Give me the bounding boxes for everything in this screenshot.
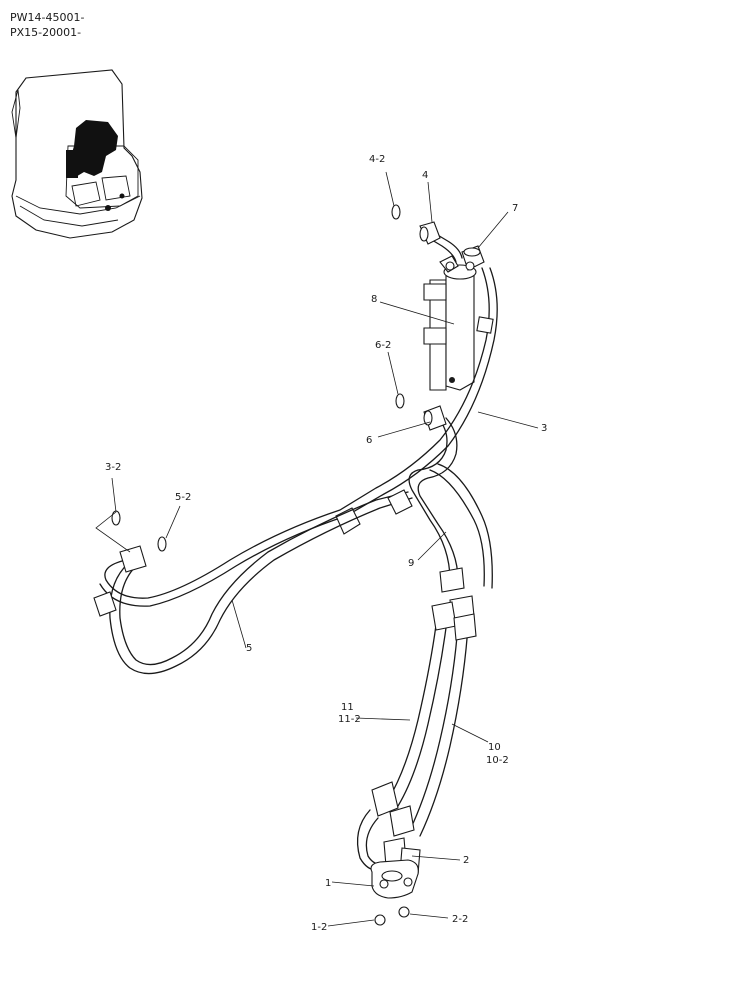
serial-number-2: PX15-20001- xyxy=(10,26,81,39)
o-ring-1-2 xyxy=(374,914,386,926)
label-11: 11 xyxy=(341,702,354,713)
label-8: 8 xyxy=(371,294,377,305)
o-ring-6-2 xyxy=(395,393,405,409)
label-11-2: 11-2 xyxy=(338,714,361,725)
label-1-2: 1-2 xyxy=(311,922,327,933)
compressor-fittings xyxy=(356,809,421,899)
label-4: 4 xyxy=(422,170,428,181)
label-2-2: 2-2 xyxy=(452,914,468,925)
o-ring-3-2 xyxy=(111,510,121,526)
label-6-2: 6-2 xyxy=(375,340,391,351)
label-7: 7 xyxy=(512,203,518,214)
o-ring-2-2 xyxy=(398,906,410,918)
hose-5 xyxy=(93,489,413,675)
label-5-2: 5-2 xyxy=(175,492,191,503)
label-4-2: 4-2 xyxy=(369,154,385,165)
o-ring-5-2 xyxy=(157,536,167,552)
label-10-2: 10-2 xyxy=(486,755,509,766)
label-2: 2 xyxy=(463,855,469,866)
machine-locator-thumbnail xyxy=(11,69,143,239)
pipe-9 xyxy=(408,405,493,621)
pipe-4 xyxy=(419,221,463,263)
hoses-10-11 xyxy=(371,601,477,837)
o-ring-4-2 xyxy=(391,204,401,220)
label-3-2: 3-2 xyxy=(105,462,121,473)
label-6: 6 xyxy=(366,435,372,446)
label-5: 5 xyxy=(246,643,252,654)
pressure-switch xyxy=(461,245,485,271)
label-3: 3 xyxy=(541,423,547,434)
leader-lines xyxy=(95,171,539,927)
serial-number-1: PW14-45001- xyxy=(10,11,84,24)
receiver-drier xyxy=(423,255,477,391)
label-1: 1 xyxy=(325,878,331,889)
label-9: 9 xyxy=(408,558,414,569)
label-10: 10 xyxy=(488,742,501,753)
